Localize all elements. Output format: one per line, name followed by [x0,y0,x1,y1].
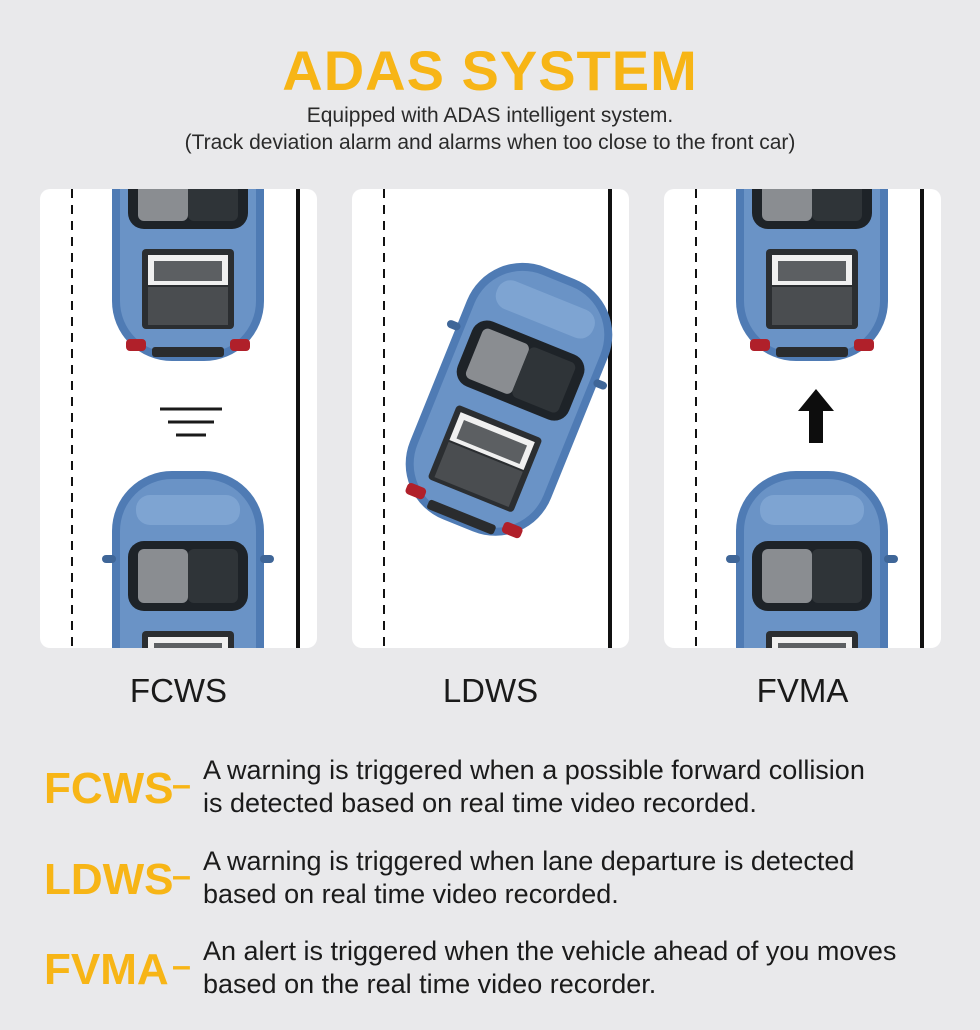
definition-text: An alert is triggered when the vehicle a… [203,935,896,1001]
definition-fcws: FCWS – A warning is triggered when a pos… [0,754,980,824]
own-car [726,471,898,648]
definition-dash: – [172,857,191,895]
definition-ldws: LDWS – A warning is triggered when lane … [0,845,980,915]
page-title: ADAS SYSTEM [282,39,698,102]
definition-line-1: An alert is triggered when the vehicle a… [203,936,897,966]
panel-label-fvma: FVMA [756,672,849,709]
ldws-illustration-panel [352,189,629,648]
definition-line-2: is detected based on real time video rec… [203,788,757,818]
subtitle-line-1: Equipped with ADAS intelligent system. [306,104,674,127]
definition-line-1: A warning is triggered when lane departu… [203,846,855,876]
up-arrow-icon [798,389,834,443]
front-car [102,189,274,361]
fcws-illustration-panel [40,189,317,648]
definition-dash: – [172,766,191,804]
fvma-illustration-panel [664,189,941,648]
definition-dash: – [172,947,191,985]
definition-fvma: FVMA – An alert is triggered when the ve… [0,935,980,1005]
departing-car [378,241,629,558]
own-car [102,471,274,648]
definition-text: A warning is triggered when a possible f… [203,754,865,820]
subtitle-line-2: (Track deviation alarm and alarms when t… [184,131,796,154]
definition-term: LDWS [44,855,174,904]
definition-line-2: based on real time video recorded. [203,879,619,909]
definition-text: A warning is triggered when lane departu… [203,845,854,911]
front-car [726,189,898,361]
definition-line-2: based on the real time video recorder. [203,969,657,999]
definition-line-1: A warning is triggered when a possible f… [203,755,865,785]
panel-label-fcws: FCWS [129,672,228,709]
definition-term: FVMA [44,945,169,994]
definition-term: FCWS [44,764,174,813]
distance-lines-icon [160,407,222,437]
panel-label-ldws: LDWS [442,672,539,709]
